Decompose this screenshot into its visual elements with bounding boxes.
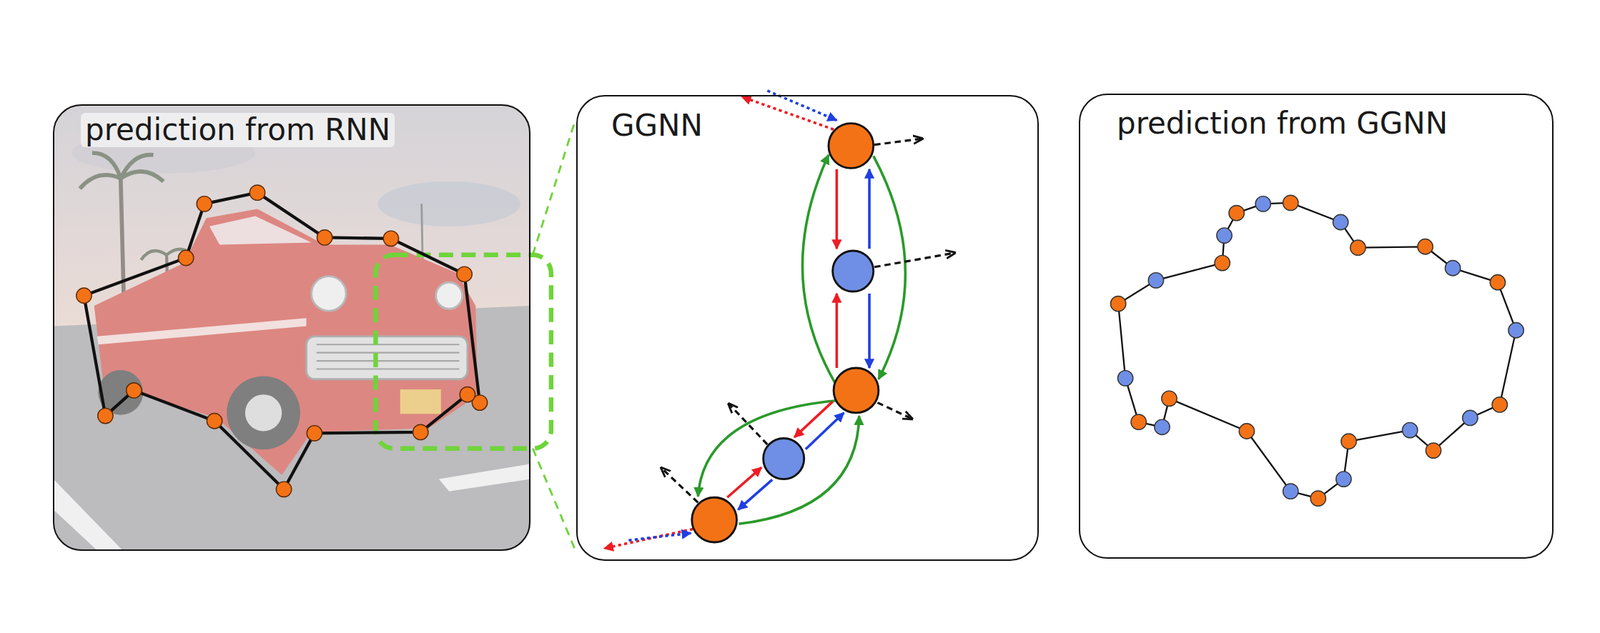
midpoint-node — [832, 250, 874, 292]
vertex-dot — [1110, 295, 1126, 311]
vertex-node — [828, 123, 874, 169]
rnn-polygon — [83, 193, 480, 490]
vertex-dot — [383, 230, 399, 246]
polygons — [76, 185, 1525, 507]
midpoint-dot — [1255, 196, 1271, 212]
blue-arrow — [737, 479, 773, 510]
midpoint-dot — [1444, 260, 1460, 276]
ggnn-graph — [604, 90, 956, 550]
vertex-dot — [249, 185, 265, 201]
vertex-dot — [1417, 239, 1433, 255]
midpoint-dot — [1336, 471, 1352, 487]
vertex-dot — [1425, 443, 1441, 459]
red-arrow — [835, 169, 839, 249]
vertex-dot — [196, 196, 212, 212]
vertex-node — [692, 497, 738, 543]
midpoint-dot — [1508, 323, 1524, 339]
vertex-dot — [1238, 423, 1254, 439]
midpoint-dot — [1332, 214, 1348, 230]
midpoint-dot — [1216, 228, 1232, 244]
car-photo — [53, 104, 532, 552]
vertex-dot — [126, 383, 142, 399]
vertex-dot — [1489, 275, 1505, 291]
vertex-dot — [1341, 433, 1357, 449]
vertex-dot — [76, 288, 92, 304]
red-arrow — [794, 401, 833, 438]
midpoint-dot — [1148, 273, 1164, 289]
panel-heading: prediction from RNN — [80, 112, 395, 148]
midpoint-dot — [1283, 484, 1299, 500]
vertex-dot — [97, 408, 113, 424]
ggnn-polygon — [1118, 203, 1516, 500]
vertex-dot — [1161, 391, 1177, 407]
vertex-dot — [1131, 414, 1147, 430]
vertex-dot — [316, 230, 332, 246]
vertex-dot — [1214, 255, 1230, 271]
dotted-blue-arrow — [628, 533, 691, 541]
midpoint-dot — [1401, 422, 1417, 438]
output-arrow — [874, 253, 956, 268]
midpoint-dot — [1117, 371, 1133, 387]
midpoint-dot — [1154, 419, 1170, 435]
panel-heading: GGNN — [606, 108, 708, 143]
vertex-dot — [456, 266, 472, 282]
midpoint-dot — [1462, 410, 1478, 426]
dotted-red-arrow — [604, 529, 693, 549]
blue-arrow — [867, 293, 871, 369]
blue-arrow — [867, 169, 871, 249]
zoom-region — [375, 255, 551, 449]
sky — [53, 104, 532, 552]
green-arc — [802, 155, 835, 383]
panel-heading: prediction from GGNN — [1112, 106, 1453, 141]
vertex-dot — [413, 424, 429, 440]
vertex-dot — [178, 250, 194, 266]
vertex-dot — [1310, 491, 1326, 507]
vertex-dot — [1492, 397, 1508, 413]
output-arrow — [877, 403, 913, 420]
output-arrow — [874, 138, 923, 146]
panel-box: GGNN — [576, 95, 1039, 562]
vertex-dot — [275, 481, 291, 497]
vertex-dot — [1283, 195, 1299, 211]
output-arrow — [661, 468, 698, 504]
zoom-line — [532, 448, 575, 550]
vertex-dot — [459, 386, 475, 402]
vertex-dot — [206, 413, 222, 429]
midpoint-node — [763, 438, 805, 479]
output-arrow — [728, 403, 768, 445]
fade-overlay — [53, 104, 532, 552]
blue-arrow — [805, 413, 845, 450]
zoom-line — [532, 122, 575, 255]
green-arc — [697, 401, 837, 497]
vertex-dot — [306, 426, 322, 442]
vertex-dot — [1350, 240, 1366, 256]
vertex-node — [833, 368, 879, 414]
panel-box: prediction from RNN — [52, 104, 531, 552]
red-arrow — [835, 293, 839, 369]
vertex-dot — [1228, 205, 1244, 221]
panel-box: prediction from GGNN — [1078, 93, 1554, 560]
green-arc — [873, 155, 906, 379]
